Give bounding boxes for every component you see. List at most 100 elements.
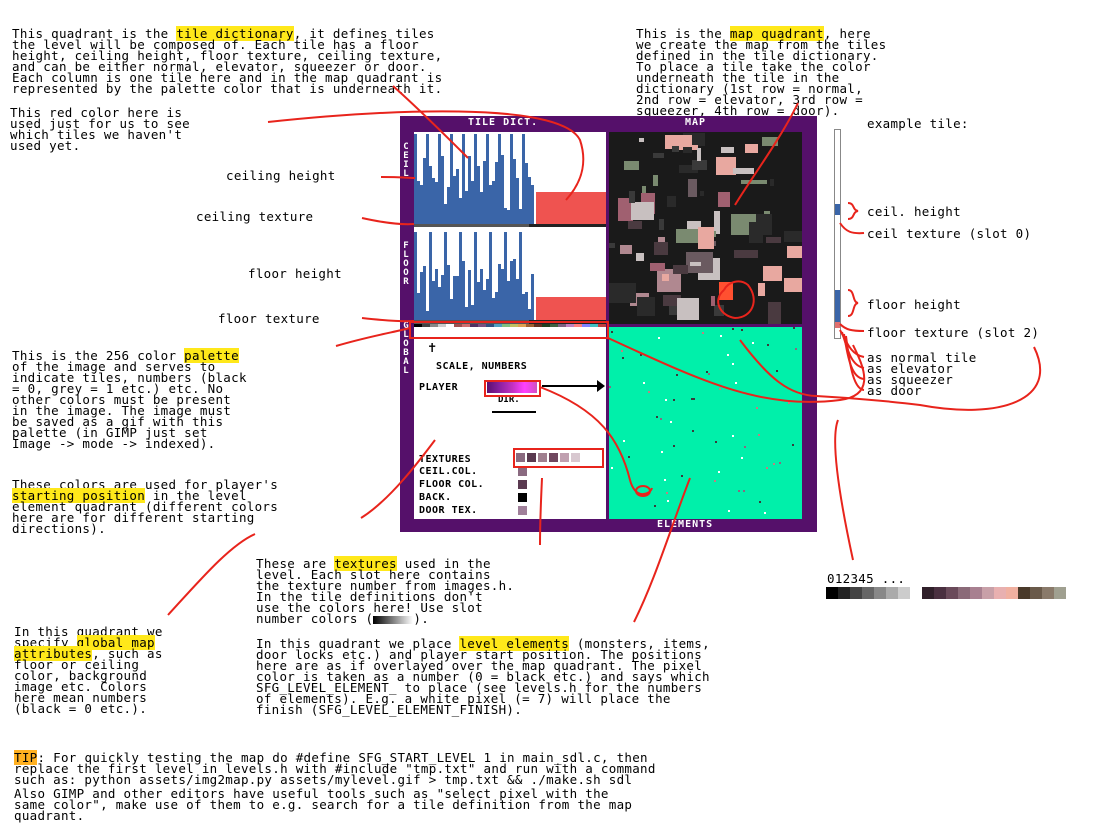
floor-height-bar: [513, 259, 516, 320]
starting-position-note-lead: These colors are used for player's: [12, 477, 279, 492]
map-tile-block: [770, 179, 774, 186]
global-attributes-note-lead: In this quadrant we specify: [14, 624, 163, 650]
ceiling-height-bar: [504, 208, 507, 224]
unused-tiles-red: [536, 192, 606, 224]
texture-slot: [516, 453, 525, 462]
floor-height-bar: [432, 281, 435, 320]
floor-height-bar: [501, 269, 504, 320]
map-quadrant-note-body: , here we create the map from the tiles …: [636, 26, 887, 118]
textures-highlight: textures: [334, 556, 397, 571]
slot-number-swatch: [958, 587, 970, 599]
map-tile-block: [624, 161, 639, 170]
example-ceil-texture-label: ceil texture (slot 0): [867, 226, 1032, 241]
textures-label: TEXTURES: [419, 454, 472, 465]
floor-height-bar: [516, 279, 519, 320]
example-tile-label: example tile:: [867, 116, 969, 131]
ceiling-height-bar: [489, 185, 492, 224]
element-pixel: [656, 416, 658, 418]
map-tile-block: [663, 295, 681, 306]
slot-number-swatches: [826, 587, 1066, 599]
ceiling-height-bar: [420, 185, 423, 224]
map-tile-block: [714, 211, 720, 234]
element-pixel: [766, 467, 768, 469]
slot-number-swatch: [1030, 587, 1042, 599]
slot-number-swatch: [1006, 587, 1018, 599]
example-floor-height-bar: [835, 290, 840, 322]
element-pixel: [661, 451, 663, 453]
element-pixel: [628, 456, 630, 458]
level-elements-note-body: (monsters, items, door locks etc.) and p…: [256, 636, 710, 717]
ceiling-height-bar: [447, 187, 450, 224]
unused-tiles-red: [536, 297, 606, 320]
map-header: MAP: [685, 117, 707, 128]
element-pixel: [702, 332, 704, 334]
floor-height-bar: [444, 232, 447, 320]
tile-dictionary-highlight: tile dictionary: [176, 26, 294, 41]
map-tile-block: [734, 250, 758, 258]
ceiling-height-bar: [435, 182, 438, 224]
floor-height-bar: [528, 309, 531, 320]
level-elements-note: In this quadrant we place level elements…: [256, 627, 710, 717]
map-highlight-tile: [719, 282, 733, 300]
texture-slot: [549, 453, 558, 462]
map-tile-block: [714, 305, 724, 316]
floor-bars: [414, 232, 606, 320]
textures-note-lead: These are: [256, 556, 335, 571]
map-tile-block: [721, 147, 734, 153]
element-pixel: [611, 331, 613, 333]
ceiling-height-bar: [483, 161, 486, 224]
palette-note: This is the 256 color palette of the ima…: [12, 339, 247, 449]
ceiling-height-bar: [492, 181, 495, 224]
floor-height-bar: [492, 298, 495, 320]
map-tile-block: [784, 231, 802, 242]
element-pixel: [623, 440, 625, 442]
map-tile-block: [618, 198, 633, 221]
tip-highlight: TIP: [14, 750, 38, 765]
example-tile-column: [834, 129, 841, 339]
direction-arrow-icon: [542, 385, 602, 387]
palette-highlight: palette: [184, 348, 239, 363]
map-tile-block: [784, 278, 802, 292]
element-pixel: [714, 480, 716, 482]
floor-height-bar: [420, 272, 423, 320]
element-pixel: [788, 402, 790, 404]
level-elements-highlight: level elements: [459, 636, 570, 651]
floor-col-swatch: [518, 480, 527, 489]
direction-arrow-head-icon: [597, 380, 605, 392]
global-attributes-note-body: , such as floor or ceiling color, backgr…: [14, 646, 163, 716]
ceiling-height-bar: [423, 158, 426, 224]
map-pixels: [609, 133, 802, 324]
starting-position-note-body: in the level element quadrant (different…: [12, 488, 279, 536]
player-label: PLAYER: [419, 382, 459, 393]
ceiling-texture-label: ceiling texture: [196, 209, 314, 224]
element-pixel: [706, 371, 708, 373]
ceiling-height-bar: [426, 134, 429, 224]
element-pixel: [660, 418, 662, 420]
ceiling-height-bar: [432, 178, 435, 224]
line-ceil-tex: [839, 222, 865, 235]
element-pixel: [648, 391, 650, 393]
elements-header: ELEMENTS: [657, 519, 714, 530]
ceiling-bars: [414, 134, 606, 224]
element-pixel: [720, 335, 722, 337]
element-pixel: [622, 357, 624, 359]
element-pixel: [670, 421, 672, 423]
floor-height-bar: [504, 232, 507, 320]
element-pixel: [732, 328, 734, 330]
map-tile-block: [692, 160, 707, 170]
map-tile-block: [766, 237, 781, 243]
textures-note-end: ).: [413, 611, 430, 626]
element-pixel: [764, 512, 766, 514]
floor-texture-label: floor texture: [218, 311, 320, 326]
floor-height-bar: [531, 274, 534, 320]
tile-dictionary-note-lead: This quadrant is the: [12, 26, 177, 41]
ceiling-height-bar: [516, 178, 519, 224]
map-tile-block: [672, 146, 679, 152]
floor-height-bar: [438, 287, 441, 320]
map-tile-block: [711, 296, 715, 306]
map-quadrant-note-lead: This is the: [636, 26, 730, 41]
example-floor-texture-label: floor texture (slot 2): [867, 325, 1040, 340]
element-pixel: [673, 445, 675, 447]
map-tile-block: [667, 196, 676, 207]
line-door: [845, 335, 865, 391]
